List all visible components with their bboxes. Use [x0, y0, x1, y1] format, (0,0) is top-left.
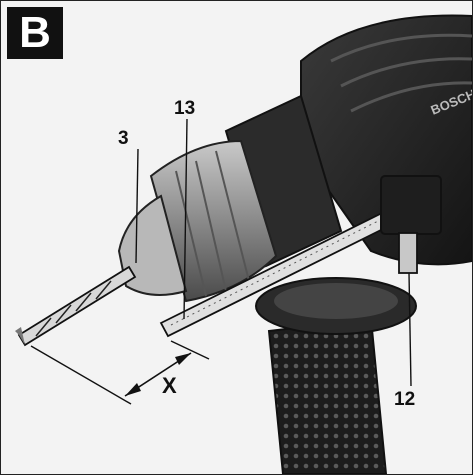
drill-bit — [17, 265, 137, 347]
callout-drill-bit: 3 — [118, 128, 129, 149]
depth-stop-clamp — [380, 175, 442, 235]
panel-letter-badge: B — [7, 7, 63, 59]
callout-depth-stop: 13 — [174, 98, 196, 119]
chuck-nose — [117, 194, 188, 296]
callout-depth-stop-clamp: 12 — [394, 389, 416, 410]
callout-depth-dimension: X — [162, 373, 177, 398]
handle-grip — [267, 317, 388, 474]
